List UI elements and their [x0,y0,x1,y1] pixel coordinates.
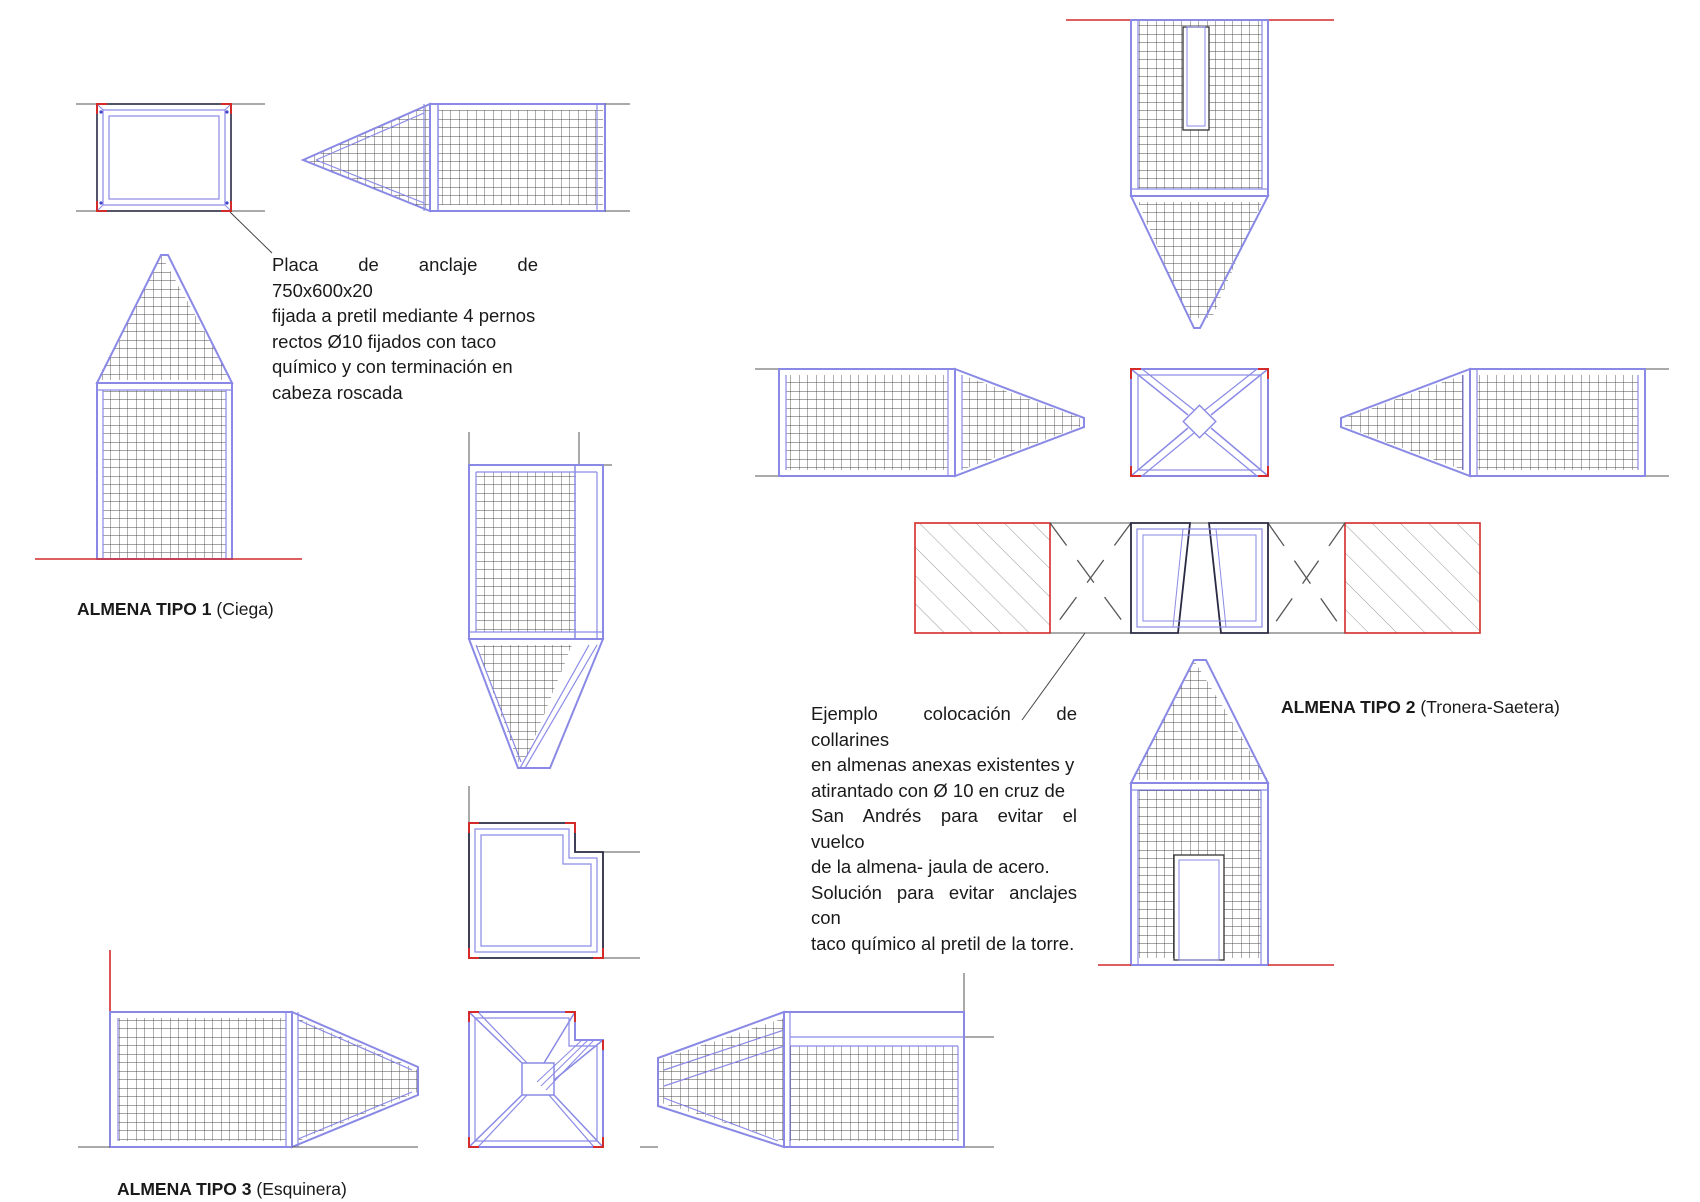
title-tipo1: ALMENA TIPO 1 (Ciega) [77,599,274,620]
collar-example-note: Ejemplo colocación de collarines en alme… [811,701,1077,956]
tipo2-center-plan [1130,368,1269,477]
note-line: San Andrés para evitar el vuelco [811,805,1077,852]
title-tipo2-bold: ALMENA TIPO 2 [1281,697,1416,717]
title-tipo3-bold: ALMENA TIPO 3 [117,1179,252,1199]
note-line: fijada a pretil mediante 4 pernos [272,305,536,326]
anchor-plate-note: Placa de anclaje de 750x600x20 fijada a … [272,252,538,405]
title-tipo3-rest: (Esquinera) [256,1179,347,1199]
title-tipo3: ALMENA TIPO 3 (Esquinera) [117,1179,347,1200]
tipo3-top-plan-view [468,1011,604,1148]
tipo3-elevation-view [467,432,612,769]
tipo2-drawings [755,19,1669,966]
tipo3-side-views [78,950,994,1149]
note-line: Ejemplo colocación de collarines [811,703,1077,750]
tipo1-drawings [35,102,630,560]
tipo2-top-view [1066,19,1334,329]
note-line: cabeza roscada [272,381,403,403]
note-line: en almenas anexas existentes y [811,754,1075,775]
title-tipo2-rest: (Tronera-Saetera) [1420,697,1560,717]
tipo2-left-view [755,367,1085,478]
tipo2-right-view [1340,367,1669,478]
title-tipo1-rest: (Ciega) [216,599,274,619]
note-line: Placa de anclaje de 750x600x20 [272,254,538,301]
tipo1-elevation-view [35,254,302,560]
note-line: de la almena- jaula de acero. [811,856,1050,877]
tipo3-drawings [467,432,640,1148]
tipo1-plan-view [76,103,273,254]
note-line: rectos Ø10 fijados con taco [272,330,497,352]
tipo2-bottom-view [1098,659,1334,966]
title-tipo1-bold: ALMENA TIPO 1 [77,599,212,619]
tipo2-collar-strip [914,522,1481,721]
title-tipo2: ALMENA TIPO 2 (Tronera-Saetera) [1281,697,1560,718]
tipo1-side-view [300,102,630,213]
note-line: atirantado con Ø 10 en cruz de [811,779,1066,801]
tipo3-plan-view [468,786,640,959]
note-line: taco químico al pretil de la torre. [811,932,1075,954]
note-line: Solución para evitar anclajes con [811,881,1077,929]
note-line: químico y con terminación en [272,356,513,377]
